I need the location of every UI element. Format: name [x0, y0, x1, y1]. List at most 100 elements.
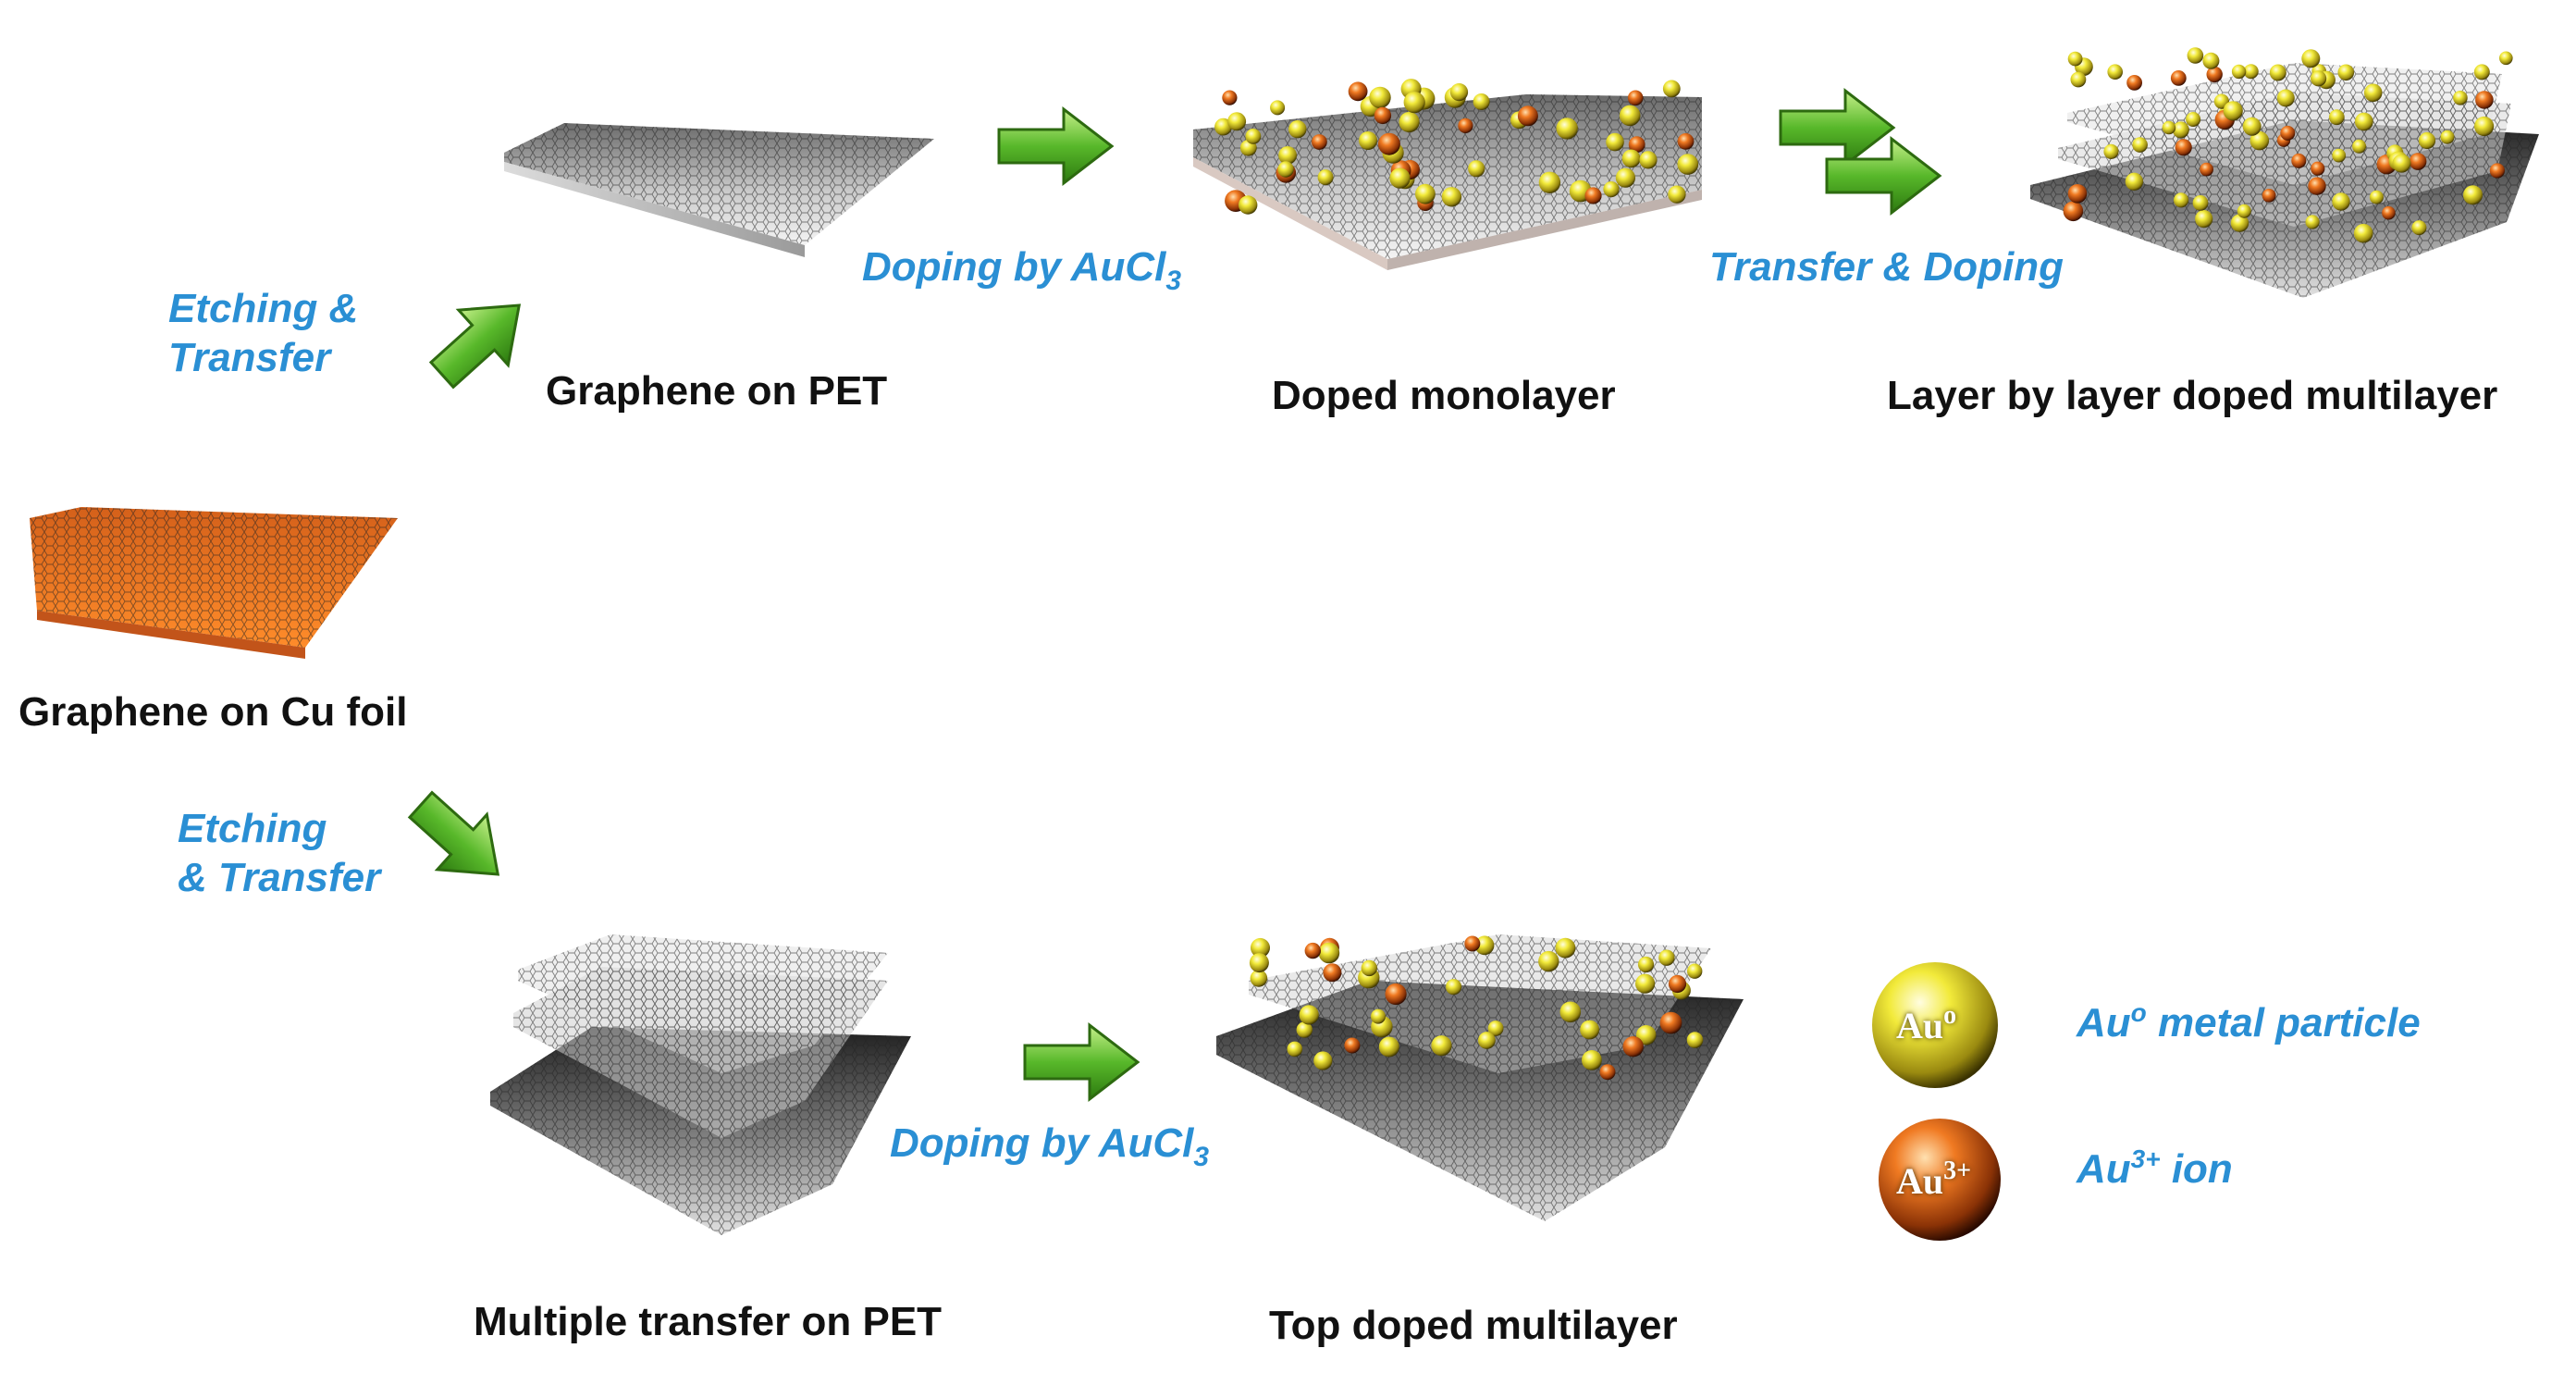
arrow-down-right-icon: [407, 790, 500, 876]
au-ion-particle: [2475, 91, 2494, 109]
au-metal-particle: [1369, 86, 1391, 109]
step-doping-auc13-bottom: Doping by AuCl3: [890, 1119, 1209, 1174]
legend-label-metal-particle: Auo metal particle: [2077, 997, 2421, 1048]
legend-badge-ion: Au3+: [1896, 1157, 1971, 1203]
au-metal-particle: [1662, 80, 1681, 98]
au-ion-particle: [2175, 139, 2192, 156]
au-metal-particle: [1677, 154, 1699, 175]
au-metal-particle: [2369, 190, 2384, 204]
au-metal-particle: [1473, 93, 1490, 110]
au-metal-particle: [1449, 83, 1469, 102]
au-metal-particle: [2237, 204, 2251, 218]
au-metal-particle: [1687, 963, 1703, 979]
au-metal-particle: [1580, 1020, 1599, 1040]
au-metal-particle: [1399, 111, 1420, 133]
au-ion-particle: [1628, 136, 1645, 154]
step-line: & Transfer: [178, 854, 381, 900]
au-metal-particle: [2186, 112, 2201, 127]
step-text: Doping by AuCl: [890, 1120, 1194, 1166]
step-doping-auc13-top: Doping by AuCl3: [862, 243, 1181, 298]
au-metal-particle: [1389, 167, 1411, 189]
legend-sup: 3+: [2130, 1144, 2161, 1173]
au-metal-particle: [1278, 146, 1297, 165]
au-metal-particle: [1299, 1005, 1319, 1025]
au-metal-particle: [2353, 223, 2373, 243]
au-ion-particle: [1659, 1011, 1682, 1034]
au-metal-particle: [1538, 950, 1559, 972]
au-metal-particle: [1487, 1020, 1504, 1036]
au-metal-particle: [2411, 220, 2427, 236]
au-metal-particle: [1686, 1032, 1704, 1048]
au-metal-particle: [2269, 64, 2286, 81]
legend-text: metal particle: [2146, 1000, 2421, 1045]
au-metal-particle: [2311, 70, 2327, 87]
au-metal-particle: [1582, 1050, 1602, 1070]
au-metal-particle: [2125, 172, 2144, 191]
au-ion-particle: [2206, 66, 2223, 83]
au-metal-particle: [1441, 187, 1462, 207]
au-metal-particle: [1371, 1008, 1386, 1024]
arrow-right-icon: [1023, 1021, 1140, 1103]
step-line: Etching: [178, 806, 327, 851]
au-ion-particle: [2063, 201, 2084, 222]
au-ion-particle: [1304, 942, 1322, 959]
badge-sup: 3+: [1943, 1157, 1972, 1185]
step-line: Transfer: [168, 334, 331, 380]
au-ion-particle: [2409, 153, 2427, 170]
step-etching-transfer-bottom: Etching & Transfer: [178, 805, 380, 903]
au-metal-particle: [2474, 116, 2495, 137]
au-metal-particle: [1403, 92, 1425, 114]
au-metal-particle: [1250, 970, 1268, 987]
au-ion-particle: [2200, 162, 2214, 177]
au-metal-particle: [2192, 195, 2209, 211]
au-metal-particle: [2195, 210, 2213, 229]
au-metal-particle: [2162, 120, 2176, 135]
au-metal-particle: [2132, 137, 2148, 153]
au-metal-particle: [1637, 956, 1655, 973]
au-metal-particle: [2187, 47, 2204, 64]
au-metal-particle: [1359, 131, 1377, 150]
au-ion-particle: [1464, 935, 1481, 952]
step-line: Etching &: [168, 286, 359, 331]
doped-monolayer-particles: [1214, 79, 1699, 215]
au-ion-particle: [2311, 161, 2325, 176]
au-metal-particle: [1227, 112, 1247, 131]
arrow-right-icon: [1825, 135, 1942, 216]
au-ion-particle: [1622, 1036, 1644, 1058]
au-ion-particle: [2262, 189, 2276, 203]
au-ion-particle: [1517, 105, 1538, 127]
au-ion-particle: [1312, 134, 1327, 150]
au-metal-particle: [2453, 91, 2468, 105]
legend-label-ion: Au3+ ion: [2077, 1144, 2233, 1194]
legend-text: ion: [2160, 1146, 2233, 1192]
multi-transfer-stack: [490, 934, 911, 1235]
au-metal-particle: [2276, 89, 2295, 107]
au-metal-particle: [1635, 973, 1656, 994]
au-metal-particle: [1555, 937, 1576, 959]
au-metal-particle: [2463, 185, 2483, 205]
au-ion-particle: [2308, 177, 2326, 195]
au-metal-particle: [1559, 1001, 1582, 1023]
au-metal-particle: [1478, 1032, 1496, 1049]
top-doped-particles: [1249, 935, 1704, 1081]
au-ion-particle: [1668, 974, 1687, 994]
au-metal-particle: [2352, 139, 2367, 154]
au-metal-particle: [1668, 185, 1686, 204]
lbl-multilayer-particles: [2063, 47, 2513, 243]
au-metal-particle: [2230, 214, 2249, 232]
label-doped-monolayer: Doped monolayer: [1272, 373, 1616, 418]
au-metal-particle: [2103, 143, 2119, 159]
au-metal-particle: [2223, 101, 2243, 121]
au-metal-particle: [1288, 120, 1307, 139]
au-metal-particle: [1296, 1021, 1313, 1038]
au-ion-particle: [1627, 90, 1644, 106]
au-metal-particle: [1239, 195, 1258, 215]
au-metal-particle: [2202, 52, 2220, 69]
au-ion-particle: [1348, 81, 1368, 102]
au-ion-particle: [1599, 1064, 1616, 1081]
step-subscript: 3: [1193, 1142, 1210, 1172]
au-ion-particle: [2280, 125, 2296, 141]
au-ion-particle: [1584, 187, 1602, 204]
au-metal-particle: [2418, 131, 2436, 150]
label-top-doped-multilayer: Top doped multilayer: [1269, 1303, 1678, 1348]
